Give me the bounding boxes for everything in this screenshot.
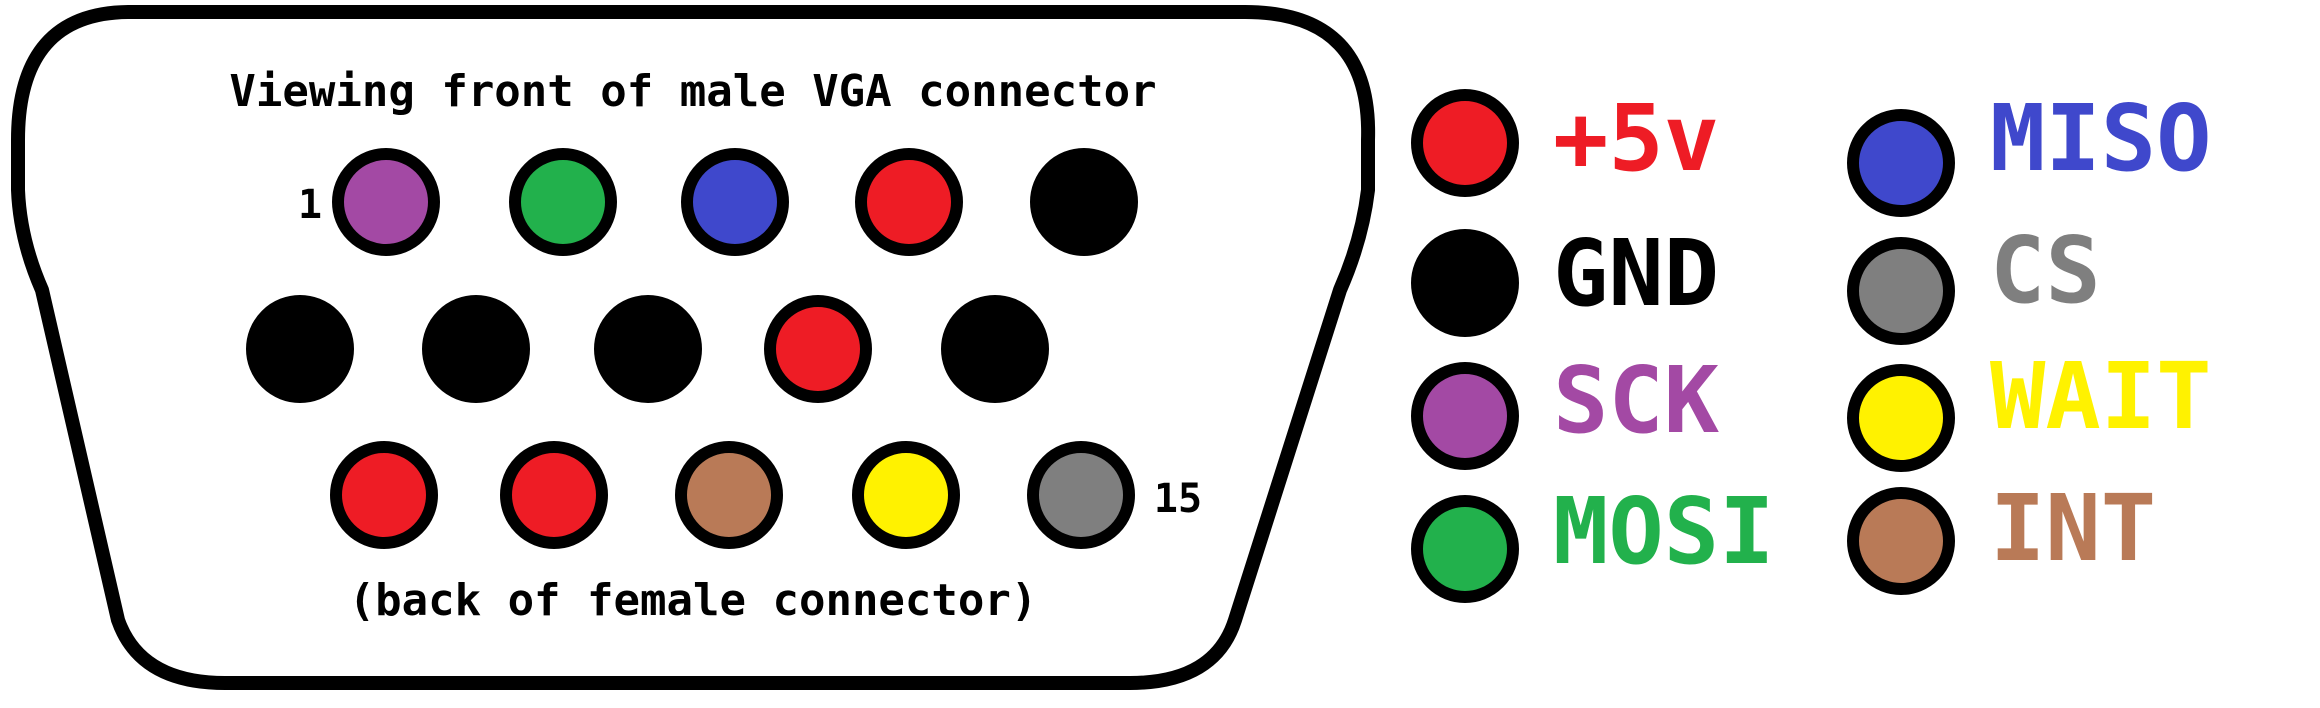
legend-label-miso: MISO — [1990, 85, 2212, 192]
legend-label-plus5v: +5v — [1553, 85, 1719, 192]
pin-7 — [422, 295, 530, 403]
legend-item-sck: SCK — [1411, 347, 1720, 470]
pin-15 — [1027, 441, 1135, 549]
pin-1 — [332, 148, 440, 256]
legend-label-mosi: MOSI — [1553, 478, 1775, 585]
legend-swatch-mosi — [1411, 495, 1519, 603]
legend-swatch-int — [1847, 487, 1955, 595]
legend-swatch-plus5v — [1411, 89, 1519, 197]
legend-swatch-gnd — [1411, 229, 1519, 337]
legend-swatch-miso — [1847, 109, 1955, 217]
pin-15-label: 15 — [1154, 476, 1202, 522]
legend-item-int: INT — [1847, 475, 2156, 595]
top-caption: Viewing front of male VGA connector — [229, 66, 1156, 117]
bottom-caption: (back of female connector) — [349, 575, 1038, 626]
legend-swatch-wait — [1847, 364, 1955, 472]
pin-4 — [855, 148, 963, 256]
pin-12 — [500, 441, 608, 549]
pin-5 — [1030, 148, 1138, 256]
legend-item-plus5v: +5v — [1411, 85, 1719, 197]
legend-label-int: INT — [1990, 475, 2156, 582]
pin-9 — [764, 295, 872, 403]
legend-item-gnd: GND — [1411, 220, 1719, 337]
legend: +5v GND SCK MOSI MISO CS WAIT INT — [1411, 85, 2212, 603]
pin-6 — [246, 295, 354, 403]
legend-item-wait: WAIT — [1847, 343, 2212, 472]
legend-item-cs: CS — [1847, 217, 2101, 345]
pin-10 — [941, 295, 1049, 403]
pin-8 — [594, 295, 702, 403]
pin-13 — [675, 441, 783, 549]
pin-3 — [681, 148, 789, 256]
pin-2 — [509, 148, 617, 256]
pin-1-label: 1 — [298, 182, 322, 228]
pin-11 — [330, 441, 438, 549]
legend-label-sck: SCK — [1553, 347, 1720, 454]
legend-label-cs: CS — [1990, 217, 2101, 324]
legend-label-wait: WAIT — [1990, 343, 2212, 450]
pin-14 — [852, 441, 960, 549]
legend-swatch-sck — [1411, 362, 1519, 470]
connector-pins — [246, 148, 1138, 549]
legend-item-miso: MISO — [1847, 85, 2212, 217]
legend-item-mosi: MOSI — [1411, 478, 1775, 603]
legend-swatch-cs — [1847, 237, 1955, 345]
legend-label-gnd: GND — [1553, 220, 1719, 327]
